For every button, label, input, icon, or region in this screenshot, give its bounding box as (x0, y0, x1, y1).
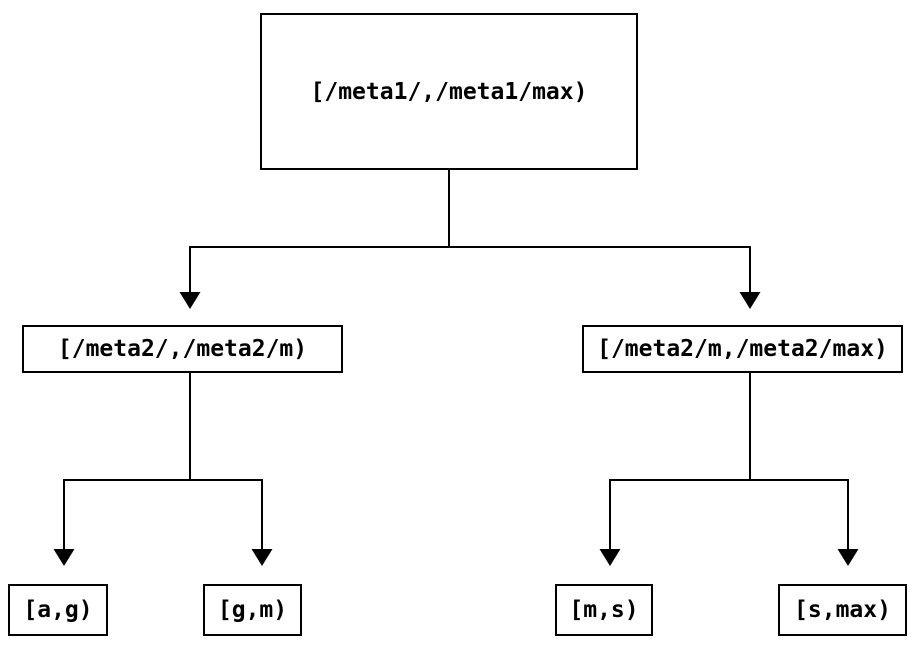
node-leaf-smax: [s,max) (778, 584, 907, 636)
node-meta2-left-label: [/meta2/,/meta2/m) (57, 336, 308, 362)
node-meta2-left: [/meta2/,/meta2/m) (22, 325, 343, 373)
node-leaf-gm-label: [g,m) (217, 597, 288, 623)
edge-root-crossbar (189, 246, 751, 293)
node-leaf-ag-label: [a,g) (23, 597, 93, 623)
node-meta2-right: [/meta2/m,/meta2/max) (582, 325, 903, 373)
arrowhead-to-mid-left (179, 292, 201, 309)
node-leaf-gm: [g,m) (203, 584, 302, 636)
node-leaf-ms: [m,s) (555, 584, 653, 636)
node-root-label: [/meta1/,/meta1/max) (310, 78, 588, 105)
arrowhead-to-mid-right (739, 292, 761, 309)
arrowhead-to-leaf-smax (837, 549, 859, 566)
edge-mid-left-crossbar (63, 479, 263, 550)
node-root: [/meta1/,/meta1/max) (260, 13, 638, 170)
node-leaf-ag: [a,g) (8, 584, 108, 636)
edge-mid-right-crossbar (609, 479, 849, 550)
node-meta2-right-label: [/meta2/m,/meta2/max) (597, 336, 888, 362)
arrowhead-to-leaf-ms (599, 549, 621, 566)
node-leaf-ms-label: [m,s) (569, 597, 639, 623)
arrowhead-to-leaf-ag (53, 549, 75, 566)
node-leaf-smax-label: [s,max) (794, 597, 891, 623)
arrowhead-to-leaf-gm (251, 549, 273, 566)
